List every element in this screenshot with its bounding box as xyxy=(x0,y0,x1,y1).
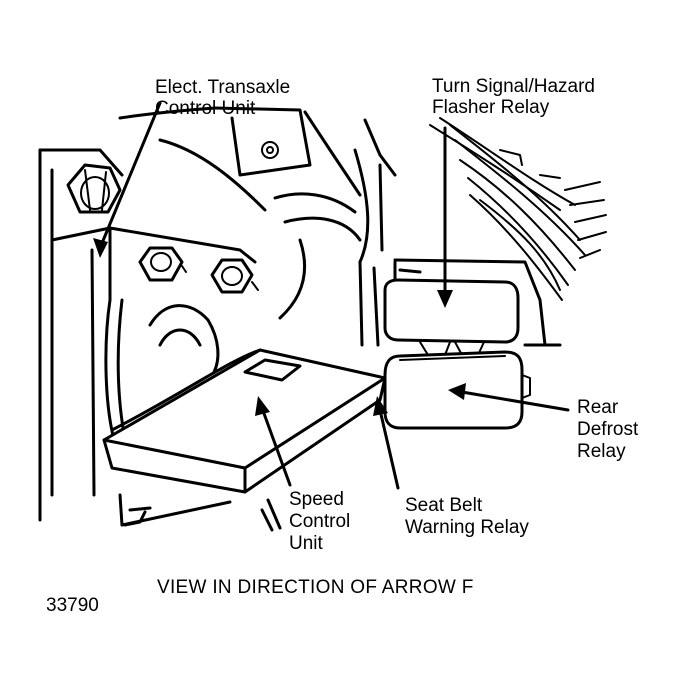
rear-defrost-label-line2: Defrost xyxy=(577,419,639,440)
speed-control-label-line1: Speed xyxy=(289,489,344,510)
speed-control-label-line3: Unit xyxy=(289,533,324,554)
etcu-label-line1: Elect. Transaxle xyxy=(155,77,290,98)
upper-nut-icon xyxy=(66,163,122,214)
speed-control-connector xyxy=(243,358,302,382)
leader-lines xyxy=(93,101,570,490)
rear-defrost-label-line1: Rear xyxy=(577,397,619,418)
middle-nut-icon xyxy=(138,246,187,282)
speed-control-arrowhead-icon xyxy=(255,396,270,416)
turn-signal-relay xyxy=(383,278,520,356)
seat-belt-label-line2: Warning Relay xyxy=(405,517,529,538)
rear-defrost-leader xyxy=(460,390,570,412)
etcu-label-line2: Control Unit xyxy=(155,98,256,119)
seat-belt-arrowhead-icon xyxy=(373,396,388,416)
upper-body-structure xyxy=(118,106,397,320)
right-structure xyxy=(358,258,562,347)
etcu-leader xyxy=(98,101,162,250)
upper-bolt-icon xyxy=(261,141,279,159)
callout-labels: Elect. Transaxle Control Unit Turn Signa… xyxy=(46,76,639,616)
mounting-bracket xyxy=(38,148,282,532)
right-nut-icon xyxy=(210,258,259,294)
seat-belt-label-line1: Seat Belt xyxy=(405,495,483,516)
speed-control-unit xyxy=(102,348,387,494)
etcu-arrowhead-icon xyxy=(93,238,108,258)
speed-control-label-line2: Control xyxy=(289,511,350,532)
seat-belt-leader xyxy=(378,408,400,490)
wiring-harness xyxy=(429,117,607,301)
turn-signal-label-line2: Flasher Relay xyxy=(432,97,550,118)
figure-number: 33790 xyxy=(46,595,99,616)
turn-signal-label-line1: Turn Signal/Hazard xyxy=(432,76,595,97)
rear-defrost-arrowhead-icon xyxy=(448,383,466,400)
view-caption: VIEW IN DIRECTION OF ARROW F xyxy=(157,577,474,598)
rear-defrost-label-line3: Relay xyxy=(577,441,626,462)
turn-signal-arrowhead-icon xyxy=(437,290,453,308)
speed-control-leader xyxy=(260,406,292,487)
